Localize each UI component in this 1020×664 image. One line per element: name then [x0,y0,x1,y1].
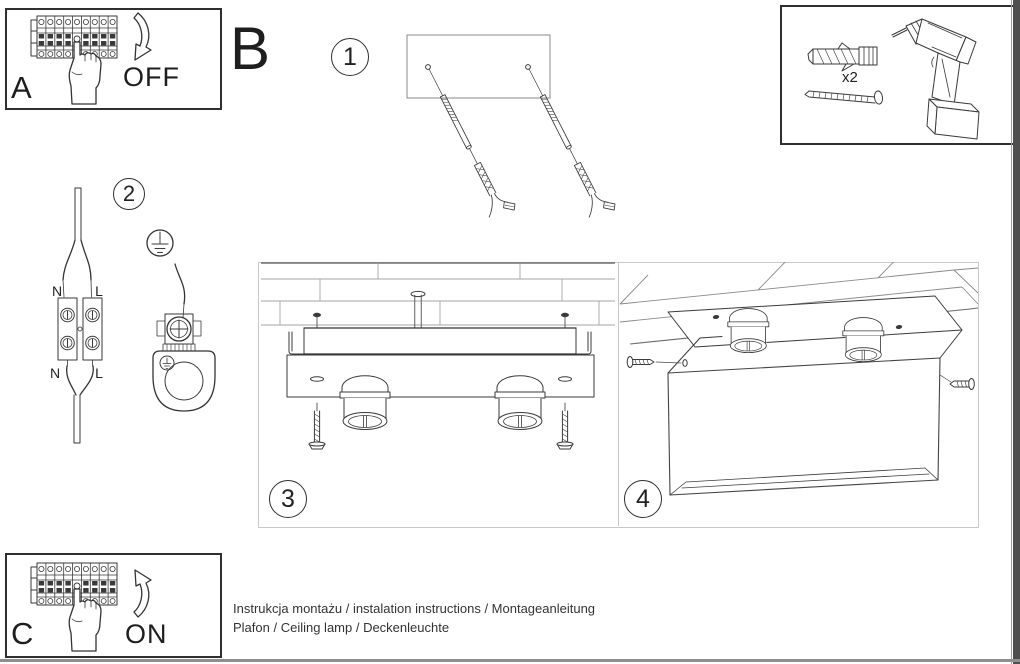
ceiling-plate-isometric [667,295,963,348]
side-screw-left-icon [626,356,682,368]
lamp-cable-bottom [66,359,94,444]
plate-screw-right [895,324,903,330]
lamp-socket-left-icon [727,308,770,354]
anchor-screw-left-icon [416,61,518,223]
step-2-badge: 2 [113,178,145,210]
tools-box: x2 [780,5,1015,145]
lamp-socket-right-icon [842,317,885,363]
fixing-screw-right-icon [556,402,574,450]
panel-a-label: A [11,70,32,105]
anchor-quantity-label: x2 [842,69,858,86]
screw-icon [804,90,884,105]
mounting-plate-outline [406,34,551,99]
curved-arrow-up-icon [133,569,152,618]
panel-c-state-on: ON [125,619,168,649]
wire-label-n-bottom: N [49,365,61,381]
plate-screw-left [712,314,720,320]
breaker-on-illustration [30,562,152,652]
plate-screw-left [313,312,321,318]
terminal-block-icon [57,297,103,361]
wire-label-n-top: N [51,283,63,299]
step-4-shade-illustration [619,262,978,496]
panel-a-state-off: OFF [123,62,180,92]
anchor-screw-right-icon [516,61,618,223]
page-edge-right-light [1011,0,1012,664]
supply-cable [410,290,426,329]
box-shade-isometric [667,329,963,496]
curved-arrow-down-icon [133,12,152,61]
footer-instructions-line: Instrukcja montażu / instalation instruc… [233,601,596,616]
circuit-breaker-icon [30,15,118,105]
ground-clamp-icon [156,313,202,352]
washer-left [310,376,324,382]
supply-cable-top [62,187,92,298]
earth-ground-symbol-icon [146,229,174,257]
lamp-socket-right-icon [494,375,546,430]
panel-c-label: C [11,616,34,651]
cordless-drill-icon [891,18,980,140]
section-b-label: B [230,15,271,82]
fixture-body [286,354,595,398]
page-edge-right-dark [1013,0,1020,664]
step-3-mounting-illustration [261,262,615,450]
mounting-hole-left [425,64,431,70]
plate-screw-right [561,312,569,318]
step-2-wiring-illustration [57,187,216,444]
page-edge-bottom [0,659,1020,662]
circuit-breaker-icon [30,562,118,652]
ceiling-plate [288,327,592,355]
step-3-badge: 3 [269,480,307,518]
side-screw-right-icon [939,374,975,390]
wire-label-l-bottom: L [95,365,103,381]
ceiling-cross-section [261,262,615,326]
wall-plug-icon [807,42,878,72]
mounting-hole-right [525,64,531,70]
panel-a-breaker-off: A OFF [5,8,222,110]
tools-illustration [804,18,980,140]
fixing-screw-left-icon [308,402,326,450]
footer-product-line: Plafon / Ceiling lamp / Deckenleuchte [233,620,450,635]
step-1-badge: 1 [331,38,369,76]
washer-right [558,376,572,382]
breaker-off-illustration [30,12,152,105]
mounting-bracket-icon [152,350,216,412]
steps-divider [618,262,619,526]
wire-label-l-top: L [95,283,103,299]
panel-c-breaker-on: C ON [5,553,222,658]
step-4-badge: 4 [624,480,662,518]
step-1-anchors-illustration [406,34,618,223]
lamp-socket-left-icon [339,375,391,430]
ground-wire [174,263,186,319]
